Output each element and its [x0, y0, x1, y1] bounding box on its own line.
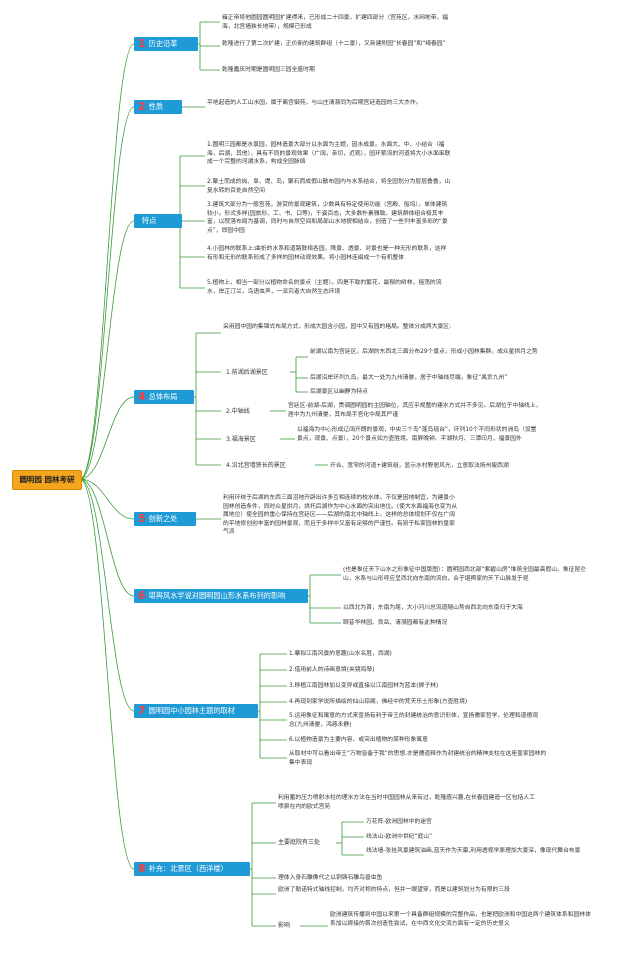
b8-impact-label: 影响 — [278, 922, 291, 929]
branch-8-title: 补充：北景区（西洋楼） — [148, 864, 228, 873]
b6-item-3: 颐昔华林园、良岳、清漪园都有此种情况 — [343, 620, 448, 626]
branch-1-number: 1 — [138, 37, 146, 50]
branch-5-number: 5 — [138, 512, 146, 525]
b4-sub-4-label: 4.沿北宫墙狭长的景区 — [226, 462, 286, 469]
b8-item-3: 欧洲了勒诺特式轴线控制，均齐对称的特点，但并一眼望穿，而是以建筑划分为有限的三段 — [278, 887, 510, 893]
b3-item-2: 2.聚土而成的岗、阜、堤、岛，聚石而成假山散布园内与水系结合，将全园划分为层层叠… — [207, 179, 451, 194]
root-node: 圆明园 园林考研 — [12, 470, 82, 490]
branch-2-title: 性质 — [148, 102, 164, 111]
connector-2 — [79, 220, 135, 480]
branch-4-title: 总体布局 — [148, 392, 178, 401]
b7-item-3: 3.移植江南园林加以变异或直接以江南园林为蓝本(狮子林) — [289, 683, 439, 689]
b7-item-4: 4.再现到家学说所描绘的仙山琼阁，佛经中的梵天乐土形象(方壶胜境) — [289, 699, 468, 705]
b2-item-1: 平地起造的人工山水园，属于离宫御苑，与山庄清漪同为后期宫廷造园的三大杰作。 — [207, 100, 422, 106]
b8-impact: 欧洲建筑传播到中国以来第一个具备群组规模的完整作品，也是把欧洲和中国这两个建筑体… — [330, 912, 591, 927]
branch-5-title: 创新之处 — [148, 514, 178, 523]
b4-sub-3-label: 3.福海景区 — [226, 436, 256, 443]
branch-3: 特点 — [134, 214, 182, 228]
b5-item-1: 利用环绕于后湖的东西三面沼地开辟出许多互相连续的校水体，不仅是因地制宜，为建景小… — [223, 495, 458, 536]
connector-7 — [79, 478, 135, 870]
connector-1 — [79, 106, 135, 480]
connector-5 — [79, 478, 135, 597]
b4-sub-1-item-2: 后湖沿岸环列九岛，最大一处为九州清晏，居于中轴线尽端，象征“禹贡九州” — [310, 375, 508, 381]
b4-sub-1-label: 1.前湖后湖景区 — [226, 369, 268, 376]
b7-item-7: 从取材中可以看出帝王“万物皆备于我”的思想,亦是儒道释作为封建统治的精神支柱在这… — [289, 751, 547, 766]
branch-1-title: 历史沿革 — [148, 39, 178, 48]
branch-7-number: 7 — [138, 704, 146, 717]
branch-7-title: 圆明园中小园林主题的取材 — [148, 706, 235, 715]
connector-6 — [79, 478, 135, 712]
b4-sub-2-label: 2.中轴线 — [226, 408, 250, 415]
branch-3-title: 特点 — [142, 216, 157, 225]
branch-2-number: 2 — [138, 100, 146, 113]
branch-8-number: 8 — [138, 862, 146, 875]
branch-6-title: 堪舆风水学说对圆明园山形水系布列的影响 — [148, 591, 286, 600]
b4-intro: 采用园中园的集锦式布局方式，形成大园含小园，园中又有园的格局。整体分成两大景区: — [223, 324, 452, 330]
b1-item-2: 乾隆进行了第二次扩建，正价新的建筑群组（十二景），又新建附园“长春园”和“绮春园… — [222, 41, 446, 47]
b8-sub-item-1: 万花阵-欧洲园林中的迷宫 — [366, 819, 432, 825]
b8-item-1: 利用蓄的压力喷射水柱的理水方法在当时中国园林从来有过，乾隆感兴趣,在长春园建造一… — [278, 795, 535, 810]
b7-item-6: 6.以植物造景为主要内容，或突出植物的某种形象寓意 — [289, 737, 428, 743]
connector-4 — [79, 478, 135, 520]
b8-sub-item-3: 线法墙-张挂风景建筑油画,蓝天作为天幕,利用透视学原理加大景深，像现代舞台布景 — [366, 848, 581, 854]
b3-item-4: 4.小园林的联系上:曲折的水系和道路联络各园，障景、透景、对景也是一种无形的联系… — [207, 246, 447, 261]
connector-3 — [79, 396, 135, 480]
b8-sub-label: 主要庭院有三处 — [278, 839, 321, 846]
b4-sub-1-item-1: 前湖以南为宫廷区，后湖的东西北三面分布29个景点，形成小园林集群。成众星拱月之势 — [310, 349, 538, 355]
b7-item-5: 5.运用象征和寓意的方式来宣扬有利于帝王的封建统治的意识形体，宣扬儒家哲学，伦理… — [289, 713, 539, 728]
connector-0 — [79, 43, 135, 480]
b3-item-1: 1.圆明三园都是水景园，园林造景大部分以水面为主题，因水成景。水面大、中、小结合… — [207, 142, 451, 166]
b7-item-2: 2.借用前人的诗画意境(夹镜鸣琴) — [289, 667, 375, 673]
b3-item-3: 3.建筑大部分为一般宫苑，游赏的景观建筑，少数具有特定使用功能（宫殿、船坞）。单… — [207, 202, 448, 234]
b4-sub-2-item-1: 宫廷区-前湖-后湖，贯调圆明园的主园轴位，其应乎规整的建水方式并不多见。后湖位于… — [288, 403, 542, 418]
b4-sub-3-item-1: 以福海为中心形成辽阔开朗的景观，中央三个岛“蓬岛瑶台”，环列10个不同形状的洲岛… — [297, 427, 537, 442]
b8-item-2: 理体入身石雕像代之以铜铸石雕鸟兽虫鱼 — [278, 875, 383, 881]
b6-item-2: 以西北为首，东南为尾，大小河川总流道随山势自西北向东南归于大海 — [343, 605, 523, 611]
b6-item-1: (也是象征天下山水之形象征中国版图）：圆明园西北部“紫碧山房”堆筑全园最高假山，… — [343, 567, 587, 582]
b1-item-3: 乾隆嘉庆时期是圆明园三园全盛时期 — [222, 67, 315, 73]
b7-item-1: 1.摹拟江南风景的意趣(山水名胜，西湖) — [289, 651, 392, 657]
branch-6-number: 6 — [138, 589, 146, 602]
b3-item-5: 5.植物上，相当一部分以植物命名的景点（主题）。四是不致的繁花，最郁的树林，摇荡… — [207, 280, 442, 295]
b4-sub-4-item-1: 开合、宽窄的河道+建筑组，显示水村野居风光，立意取法扬州瘦西湖 — [330, 463, 509, 469]
b4-sub-1-item-3: 后湖景区以幽静为特点 — [310, 389, 368, 395]
b1-item-1: 雍正帝将他圆园圆明园扩建得来，已形成二十四景，扩建四部分（宫苑区，水网地带，福海… — [222, 15, 449, 30]
b8-sub-item-2: 线法山-欧洲中世纪“庭山” — [366, 834, 433, 840]
branch-4-number: 4 — [138, 390, 146, 403]
